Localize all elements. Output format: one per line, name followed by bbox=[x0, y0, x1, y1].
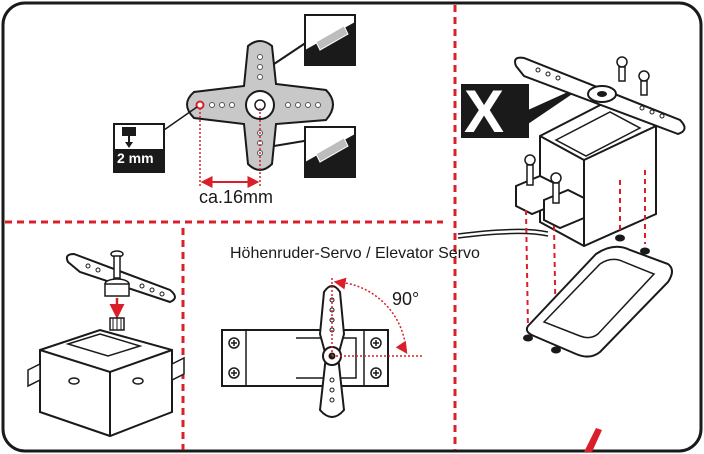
wrong-badge bbox=[461, 84, 529, 138]
marked-hole bbox=[195, 100, 205, 110]
horn-mounting bbox=[27, 250, 185, 438]
elevator-servo-title: Höhenruder-Servo / Elevator Servo bbox=[230, 245, 480, 262]
hole-distance-label: ca.16mm bbox=[199, 187, 274, 207]
wrong-mounting bbox=[457, 56, 686, 452]
angle-label: 90° bbox=[392, 289, 420, 309]
horn-holes bbox=[209, 54, 321, 156]
servo-body bbox=[39, 328, 173, 438]
elevator-servo-top-view bbox=[221, 277, 422, 418]
drill-size-label: 2 mm bbox=[117, 150, 154, 166]
servo-horn-top-view bbox=[113, 14, 356, 188]
servo-case bbox=[221, 329, 389, 387]
wrong-mark-label: X bbox=[464, 78, 505, 145]
panel-dividers bbox=[5, 5, 457, 450]
